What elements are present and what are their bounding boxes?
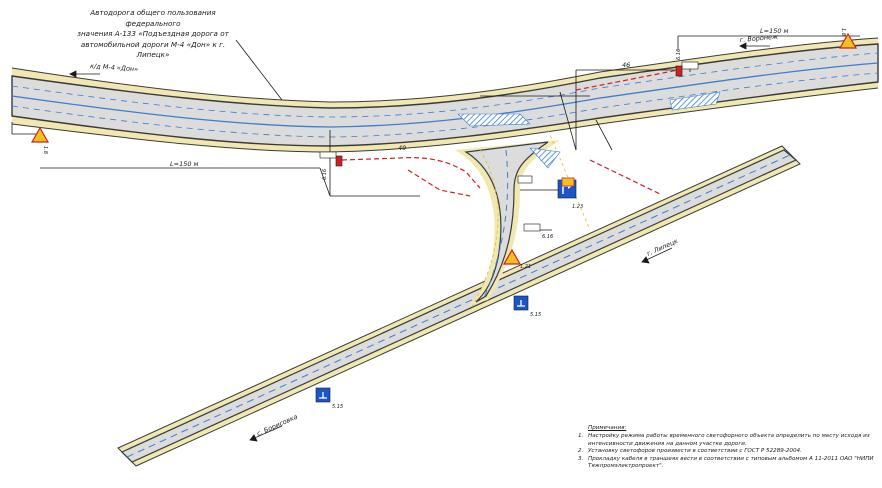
note-item: 2. Установку светофоров произвести в соо… xyxy=(578,448,878,455)
direction-arrows xyxy=(69,42,770,442)
distance-left: L=150 м xyxy=(170,160,199,168)
distance-right: L=150 м xyxy=(760,27,789,35)
cable-routes xyxy=(341,69,679,197)
title-line-1: Автодорога общего пользования федерально… xyxy=(90,8,216,28)
note-number: 2. xyxy=(578,448,584,455)
note-text: Настройку режима работы временного свето… xyxy=(588,433,870,447)
triangle-warning-icon xyxy=(30,126,50,143)
note-number: 3. xyxy=(578,455,584,462)
triangle-warning-icon xyxy=(502,248,522,265)
traffic-light-icon xyxy=(675,61,699,77)
lipetsk-label: г. Липецк xyxy=(646,237,680,258)
note-text: Установку светофоров произвести в соотве… xyxy=(588,448,802,455)
triangle-warning-icon xyxy=(838,32,858,49)
traffic-light-icon xyxy=(319,151,343,167)
voronezh-label: г. Воронеж xyxy=(739,33,778,44)
hatched-islands xyxy=(457,91,721,169)
title-line-3: автомобильной дороги М-4 «Дон» к г. Липе… xyxy=(80,39,226,60)
traffic-light-icon xyxy=(517,175,533,184)
road-title: Автодорога общего пользования федерально… xyxy=(64,8,242,61)
secondary-road xyxy=(117,145,801,467)
sign-code-labels: 1.8 1.8 6.16 6.16 6.16 1.23 5.15 5.15 1.… xyxy=(42,28,846,410)
traffic-light-icon xyxy=(523,223,541,232)
distance-labels: L=150 м L=150 м 46 49 xyxy=(170,27,789,168)
sign-code-1: 1.8 xyxy=(42,146,48,154)
note-item: 1. Настройку режима работы временного св… xyxy=(578,433,878,448)
title-line-2: значения А-133 «Подъездная дорога от xyxy=(77,29,229,38)
sign-code-9: 1.21 xyxy=(520,264,531,270)
sign-code-3: 6.16 xyxy=(322,169,328,180)
sign-code-8: 5.15 xyxy=(332,404,343,410)
notes-heading: Примечания: xyxy=(588,425,627,431)
distance-49: 49 xyxy=(398,144,406,152)
notes-block: Примечания: 1. Настройку режима работы в… xyxy=(578,425,878,470)
to-m4-label: к/д М-4 «Дон» xyxy=(90,62,139,73)
main-road xyxy=(11,37,879,153)
sign-code-4: 6.16 xyxy=(676,49,682,60)
note-item: 3. Прокладку кабеля в траншеях вести в с… xyxy=(578,456,878,471)
note-number: 1. xyxy=(578,433,584,440)
borisovka-label: с. Борисовка xyxy=(256,413,299,438)
lane-direction-icon xyxy=(513,295,529,311)
lane-direction-icon xyxy=(561,177,575,187)
lane-direction-icon xyxy=(315,387,331,403)
note-text: Прокладку кабеля в траншеях вести в соот… xyxy=(588,455,874,470)
distance-46: 46 xyxy=(622,61,630,69)
sign-code-6: 1.23 xyxy=(572,204,583,210)
sign-code-7: 5.15 xyxy=(530,312,541,318)
sign-code-2: 1.8 xyxy=(840,28,846,36)
connecting-ramp xyxy=(455,129,591,311)
sign-code-5: 6.16 xyxy=(542,234,553,240)
